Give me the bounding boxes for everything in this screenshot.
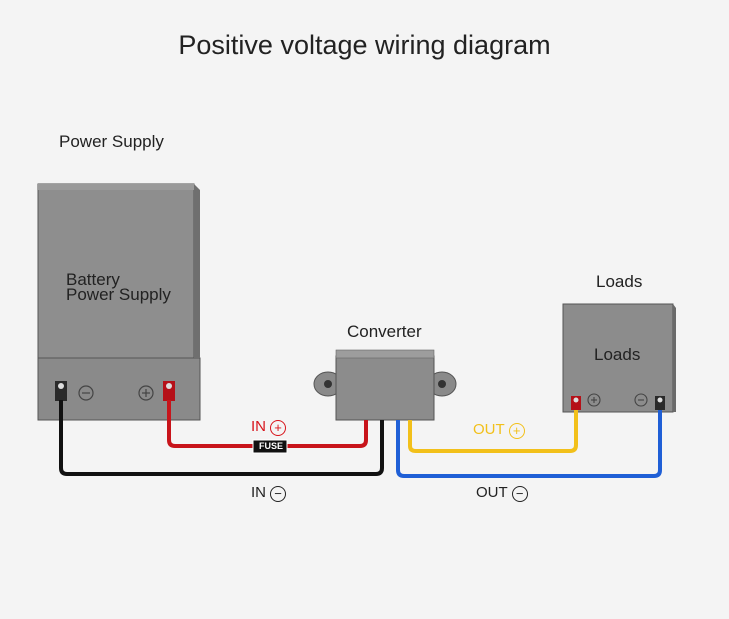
in-negative-text: IN (251, 484, 266, 501)
fuse (252, 439, 288, 454)
power-supply-heading: Power Supply (59, 132, 164, 151)
power-supply-pos-terminal (163, 381, 175, 401)
fuse-label: FUSE (258, 441, 283, 451)
plus-icon: + (508, 423, 525, 439)
loads-heading: Loads (596, 272, 643, 291)
loads-body-label: Loads (594, 345, 641, 364)
in-negative-wire (59, 400, 384, 476)
out-positive-wire (408, 410, 578, 453)
diagram-title: Positive voltage wiring diagram (178, 30, 551, 60)
in-negative-label: IN− (251, 484, 286, 502)
power-supply-box (37, 183, 201, 421)
power-supply-neg-terminal (55, 381, 67, 401)
converter-heading: Converter (347, 322, 422, 341)
out-negative-label: OUT− (476, 484, 528, 502)
loads-pos-terminal (571, 396, 581, 410)
plus-icon: + (270, 420, 286, 436)
out-negative-wire (396, 410, 662, 478)
loads-box (562, 303, 676, 413)
minus-icon: − (270, 486, 286, 502)
battery-label: Battery (66, 270, 120, 289)
loads-neg-terminal (655, 396, 665, 410)
minus-icon: − (511, 486, 528, 502)
out-negative-text: OUT (476, 484, 508, 501)
converter-box (313, 349, 457, 421)
out-positive-label: OUT+ (473, 421, 525, 439)
in-positive-text: IN (251, 418, 266, 435)
power-supply-body-label: Power Supply (66, 285, 171, 304)
out-positive-text: OUT (473, 421, 505, 438)
in-positive-label: IN+ (251, 418, 286, 436)
